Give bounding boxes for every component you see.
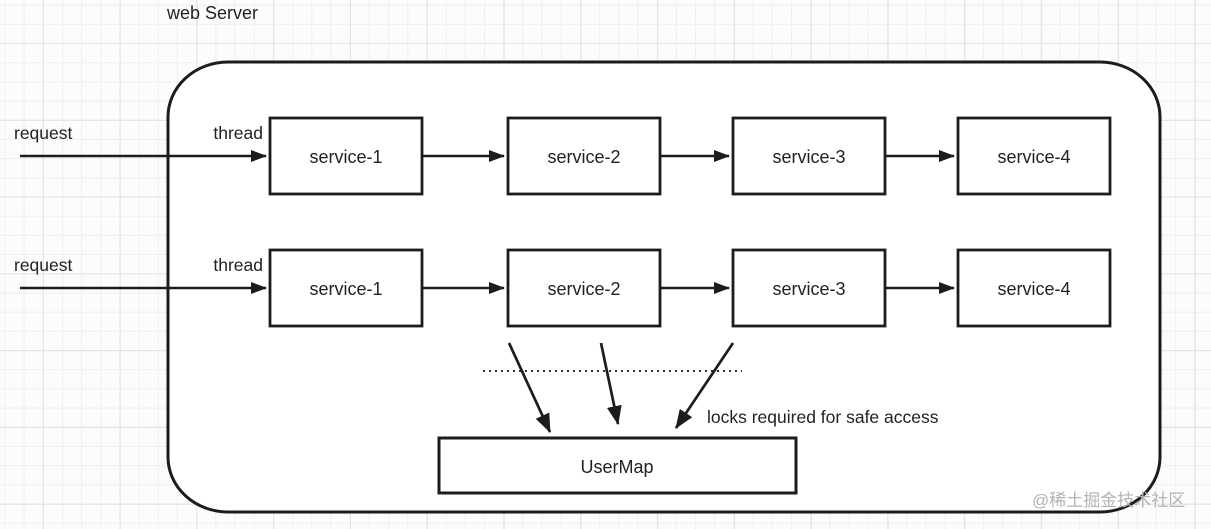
row2-service-4-box — [956, 248, 1112, 328]
locks-annotation: locks required for safe access — [707, 407, 939, 427]
row2-service-1-label: service-1 — [309, 279, 382, 299]
row1-service-1-box — [268, 116, 424, 196]
usermap-label: UserMap — [580, 457, 653, 477]
lock-arrow-1 — [507, 342, 552, 433]
usermap-box — [437, 436, 798, 495]
row2-service-3-label: service-3 — [772, 279, 845, 299]
lock-arrow-2 — [599, 342, 622, 425]
row2-service-2-box — [506, 248, 662, 328]
row1-service-2-label: service-2 — [547, 147, 620, 167]
row1-request-label: request — [14, 123, 73, 143]
row1-service-3-label: service-3 — [772, 147, 845, 167]
watermark: @稀土掘金技术社区 — [1032, 491, 1185, 510]
row2-service-4-label: service-4 — [997, 279, 1070, 299]
lock-arrow-3 — [674, 342, 735, 429]
row2-thread-label: thread — [213, 255, 263, 275]
row2-request-label: request — [14, 255, 73, 275]
row2-service-2-label: service-2 — [547, 279, 620, 299]
row1-service-4-box — [956, 116, 1112, 196]
row1-service-4-label: service-4 — [997, 147, 1070, 167]
diagram-title: web Server — [166, 3, 258, 23]
row2-service-3-box — [731, 248, 887, 328]
row1-thread-label: thread — [213, 123, 263, 143]
row1-service-1-label: service-1 — [309, 147, 382, 167]
